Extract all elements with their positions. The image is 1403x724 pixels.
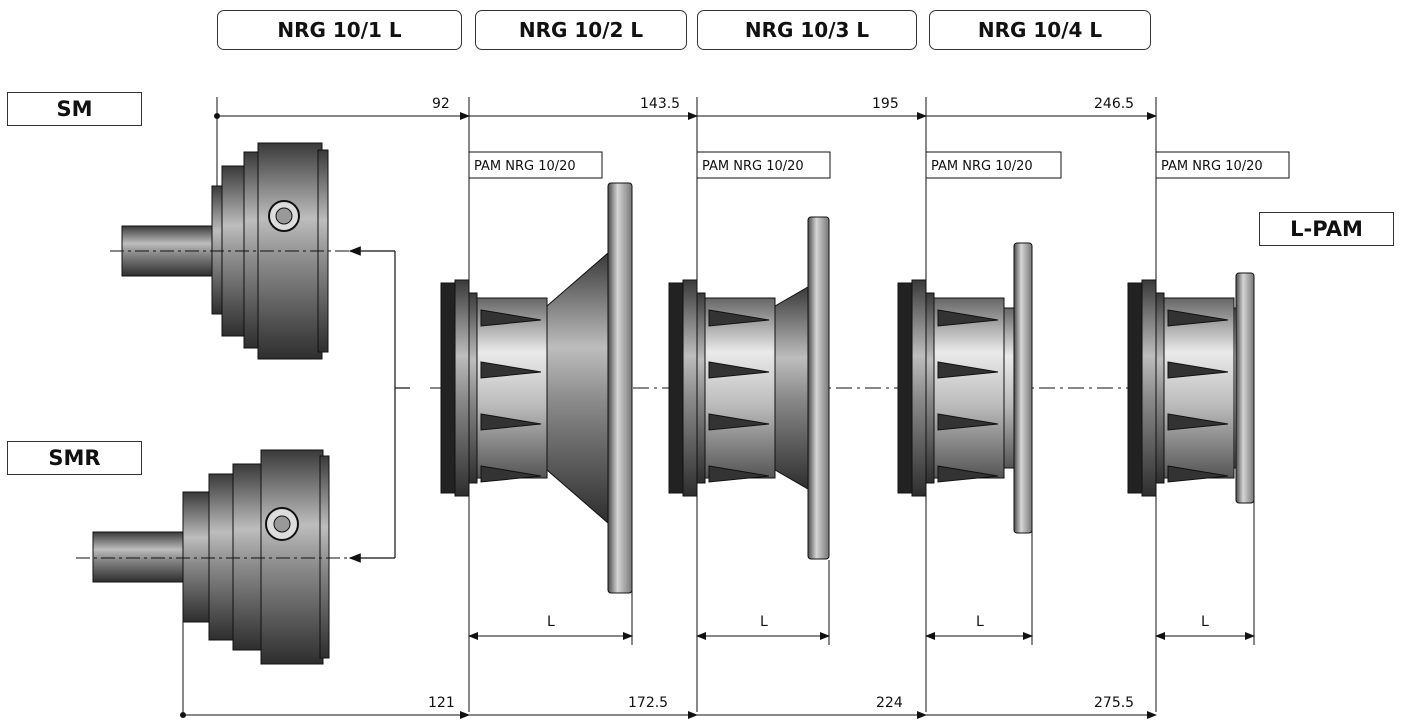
pam-label: PAM NRG 10/20: [931, 159, 1033, 174]
tab-nrg-10-2[interactable]: NRG 10/2 L: [475, 10, 687, 50]
bottom-dim-3: 224: [876, 695, 903, 711]
adapter-1: [440, 182, 633, 594]
bottom-dim-2: 172.5: [628, 695, 668, 711]
top-dim-2: 143.5: [640, 96, 680, 112]
connector-bracket: [348, 246, 410, 563]
pam-label: PAM NRG 10/20: [702, 159, 804, 174]
tab-nrg-10-3[interactable]: NRG 10/3 L: [697, 10, 917, 50]
adapter-4: [1127, 272, 1255, 504]
dimension-lines: [182, 97, 1255, 719]
length-label: L: [760, 614, 768, 630]
pam-label: PAM NRG 10/20: [1161, 159, 1263, 174]
adapter-2: [668, 216, 830, 560]
tab-nrg-10-1[interactable]: NRG 10/1 L: [217, 10, 462, 50]
dim-origin-dot: [180, 712, 186, 718]
sm-label: SM: [7, 92, 142, 126]
adapter-3: [897, 242, 1033, 534]
length-label: L: [547, 614, 555, 630]
length-label: L: [976, 614, 984, 630]
sm-motor: [110, 142, 350, 360]
dim-origin-dot: [214, 113, 220, 119]
tab-nrg-10-4[interactable]: NRG 10/4 L: [929, 10, 1151, 50]
pam-label: PAM NRG 10/20: [474, 159, 576, 174]
lpam-label: L-PAM: [1259, 212, 1394, 246]
smr-motor: [76, 449, 350, 665]
length-label: L: [1201, 614, 1209, 630]
smr-label: SMR: [7, 441, 142, 475]
bottom-dim-4: 275.5: [1094, 695, 1134, 711]
top-dim-3: 195: [872, 96, 899, 112]
top-dim-4: 246.5: [1094, 96, 1134, 112]
pam-boxes: PAM NRG 10/20 PAM NRG 10/20 PAM NRG 10/2…: [468, 151, 1290, 179]
top-dim-1: 92: [432, 96, 450, 112]
bottom-dim-1: 121: [428, 695, 455, 711]
